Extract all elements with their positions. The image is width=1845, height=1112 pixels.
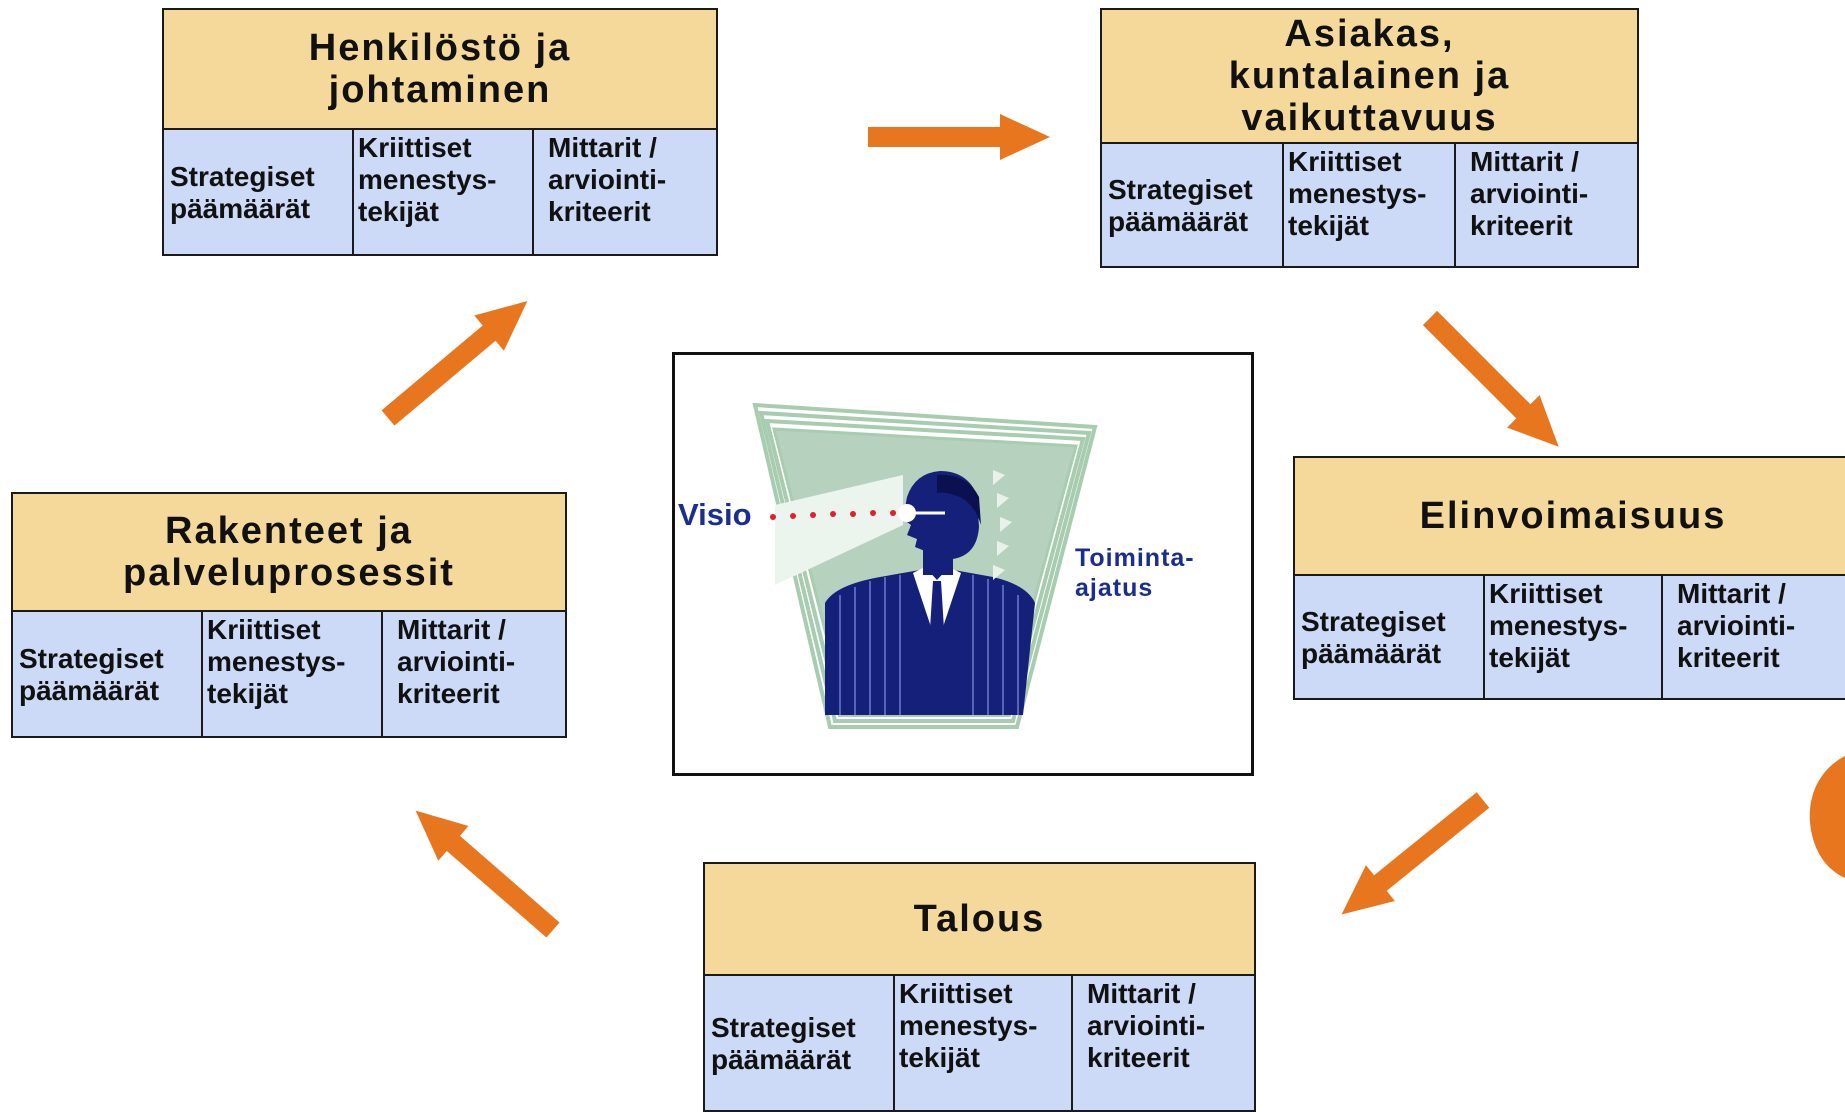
column-text-line: arviointi- <box>1677 610 1796 641</box>
column-indicators: Mittarit /arviointi-kriteerit <box>1073 976 1254 1110</box>
vision-illustration-frame: Visio Toiminta- ajatus <box>672 352 1254 776</box>
column-text-line: menestys- <box>358 164 497 195</box>
column-text-line: tekijät <box>899 1042 980 1073</box>
column-text-line: kriteerit <box>1087 1042 1190 1073</box>
column-text-line: tekijät <box>207 678 288 709</box>
perspective-title-line: Elinvoimaisuus <box>1419 495 1727 537</box>
column-text-line: Strategiset <box>170 161 315 192</box>
perspective-title-line: Henkilöstö ja <box>308 27 572 69</box>
column-text-line: arviointi- <box>1470 178 1589 209</box>
perspective-title: Elinvoimaisuus <box>1295 458 1845 576</box>
arrow-down-right-icon <box>1422 310 1559 447</box>
column-text-line: päämäärät <box>19 675 160 706</box>
column-text-line: päämäärät <box>1108 206 1249 237</box>
mission-label-line-2: ajatus <box>1075 574 1153 602</box>
arrow-right-icon <box>868 114 1050 160</box>
perspective-title-line: Rakenteet ja <box>165 510 413 552</box>
column-text-line: kriteerit <box>1470 210 1573 241</box>
vision-sightline <box>770 510 896 520</box>
perspective-title-line: kuntalainen ja <box>1228 55 1511 97</box>
column-text-line: päämäärät <box>1301 638 1442 669</box>
column-text-line: Strategiset <box>1108 174 1253 205</box>
mission-label-line-1: Toiminta- <box>1075 544 1195 572</box>
column-text-line: Mittarit / <box>1470 146 1579 177</box>
column-indicators: Mittarit /arviointi-kriteerit <box>1456 144 1637 266</box>
perspective-title: Talous <box>705 864 1254 976</box>
column-text-line: tekijät <box>1489 642 1570 673</box>
column-text-line: kriteerit <box>1677 642 1780 673</box>
column-text-line: menestys- <box>899 1010 1038 1041</box>
perspective-title-line: johtaminen <box>328 69 552 111</box>
arrow-up-right-icon <box>381 301 528 426</box>
column-text-line: menestys- <box>1489 610 1628 641</box>
column-text-line: Kriittiset <box>207 614 321 645</box>
column-text-line: Kriittiset <box>899 978 1013 1009</box>
column-text-line: Strategiset <box>711 1012 856 1043</box>
perspective-title-line: Asiakas, <box>1284 13 1455 55</box>
perspective-title-line: palveluprosessit <box>123 552 455 594</box>
column-text-line: Kriittiset <box>1288 146 1402 177</box>
column-text-line: arviointi- <box>1087 1010 1206 1041</box>
column-text-line: Mittarit / <box>548 132 657 163</box>
vision-label: Visio <box>678 497 752 532</box>
column-text-line: Mittarit / <box>1087 978 1196 1009</box>
column-indicators: Mittarit /arviointi-kriteerit <box>383 612 565 736</box>
column-text-line: päämäärät <box>711 1044 852 1075</box>
column-text-line: Strategiset <box>1301 606 1446 637</box>
column-text-line: Strategiset <box>19 643 164 674</box>
column-text-line: Kriittiset <box>1489 578 1603 609</box>
orange-shape-partial-icon <box>1809 756 1845 878</box>
column-text-line: tekijät <box>1288 210 1369 241</box>
column-indicators: Mittarit /arviointi-kriteerit <box>534 130 716 254</box>
column-indicators: Mittarit /arviointi-kriteerit <box>1663 576 1845 698</box>
column-text-line: kriteerit <box>397 678 500 709</box>
column-text-line: menestys- <box>207 646 346 677</box>
column-text-line: kriteerit <box>548 196 651 227</box>
column-text-line: menestys- <box>1288 178 1427 209</box>
businessman-looking-ahead-icon: Visio Toiminta- ajatus <box>678 402 1195 729</box>
column-text-line: Kriittiset <box>358 132 472 163</box>
column-text-line: arviointi- <box>548 164 667 195</box>
column-text-line: arviointi- <box>397 646 516 677</box>
arrow-up-left-icon <box>415 810 560 938</box>
perspective-title-line: Talous <box>913 898 1046 940</box>
arrow-down-left-icon <box>1341 792 1490 915</box>
column-text-line: Mittarit / <box>397 614 506 645</box>
column-text-line: tekijät <box>358 196 439 227</box>
column-text-line: päämäärät <box>170 193 311 224</box>
column-text-line: Mittarit / <box>1677 578 1786 609</box>
perspective-title-line: vaikuttavuus <box>1241 97 1498 139</box>
